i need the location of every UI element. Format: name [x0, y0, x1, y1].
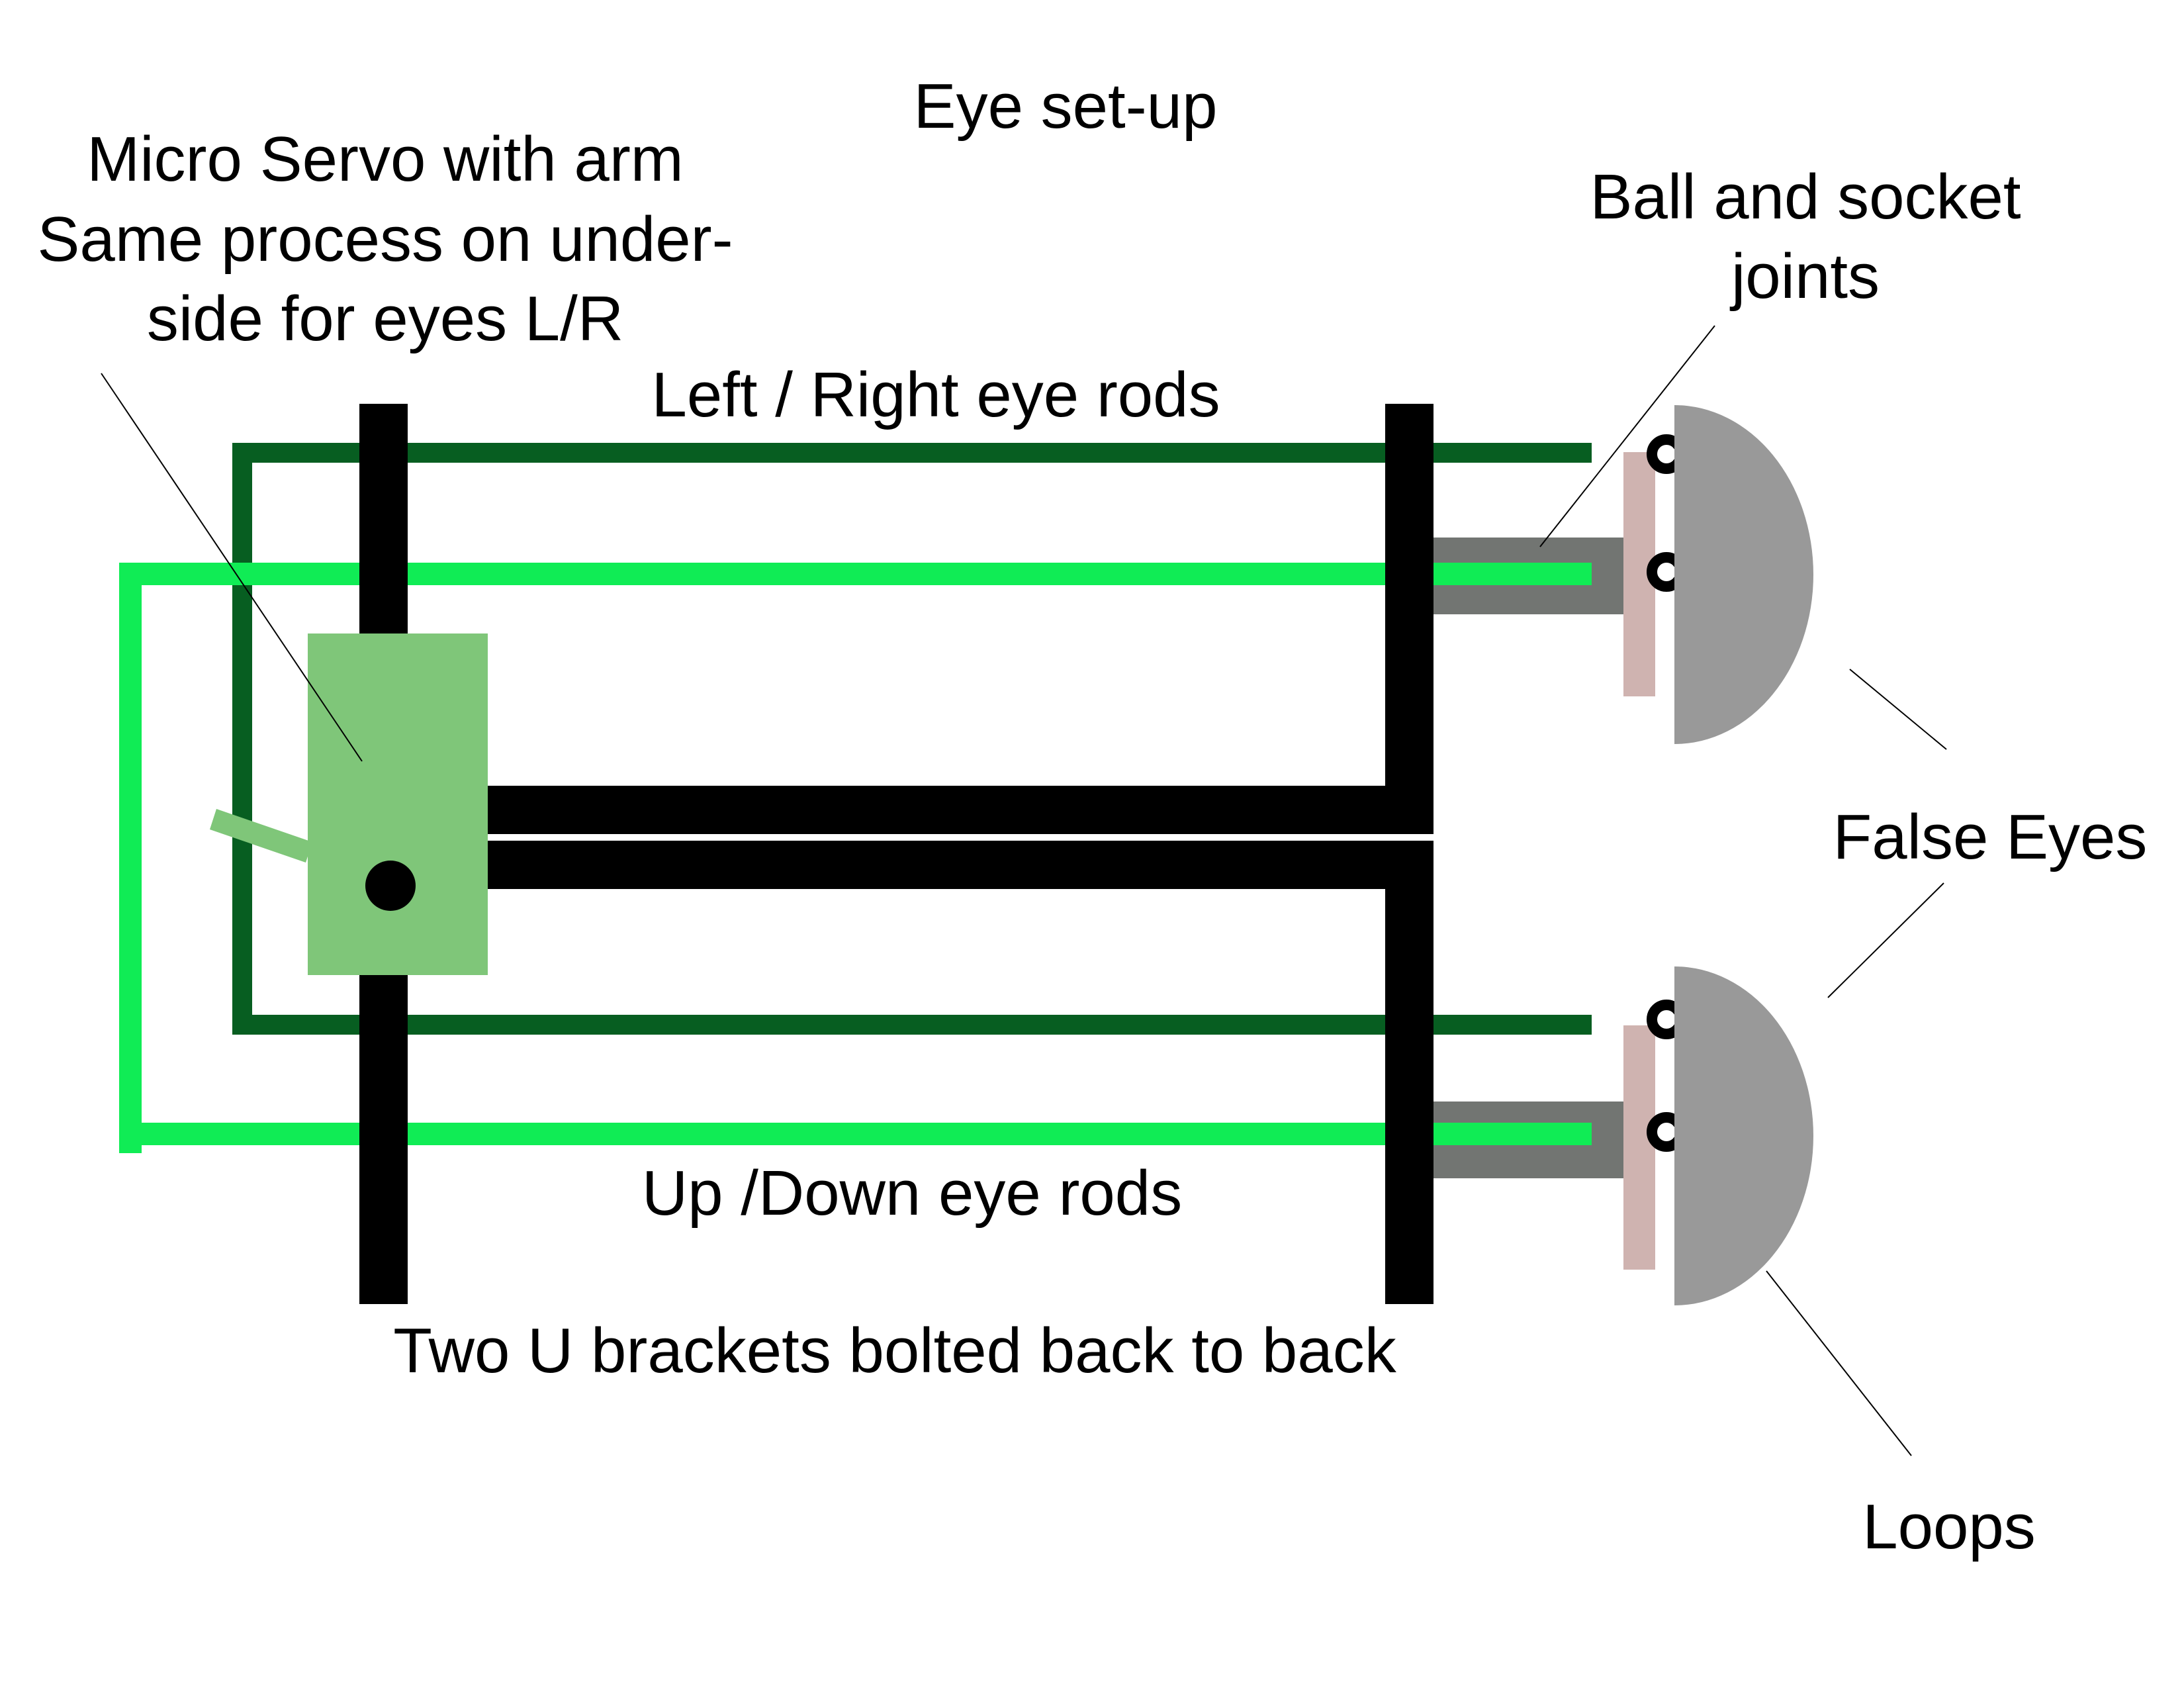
lr-eye-rod-upper [232, 443, 1592, 1035]
servo-hub [365, 861, 416, 911]
bracket-arm-lower [486, 841, 1433, 889]
servo-label-line3: side for eyes L/R [147, 283, 623, 354]
servo-label-line1: Micro Servo with arm [87, 124, 684, 195]
loops-leader-line [1766, 1270, 1912, 1456]
ball-socket-leader-line [1539, 325, 1715, 547]
ud-rods-label: Up /Down eye rods [642, 1158, 1182, 1229]
bracket-arm-upper [486, 786, 1433, 834]
lr-eye-rods [232, 443, 1592, 1035]
false-eye-lower [1674, 966, 1813, 1305]
servo-arm [210, 809, 312, 863]
ud-eye-rod [119, 563, 1592, 1153]
right-bracket-post-lower [1385, 841, 1433, 1304]
false-eyes-leader-upper [1849, 669, 1947, 750]
ball-socket-label-line1: Ball and socket [1590, 162, 2021, 232]
right-bracket-post-upper [1385, 404, 1433, 834]
micro-servo [308, 633, 488, 975]
brackets-label: Two U brackets bolted back to back [393, 1315, 1396, 1386]
leader-lines [101, 325, 1947, 1456]
diagram-title: Eye set-up [914, 71, 1218, 142]
false-eyes-leader-lower [1827, 882, 1944, 998]
servo-label-line2: Same process on under- [37, 204, 733, 275]
false-eye-upper [1674, 405, 1813, 744]
mount-plate-lower [1623, 1025, 1655, 1270]
servo-leader-line [101, 373, 363, 762]
loops-label: Loops [1862, 1491, 2036, 1562]
ball-socket-label-line2: joints [1729, 241, 1880, 312]
lr-rods-label: Left / Right eye rods [651, 359, 1220, 430]
false-eyes-label: False Eyes [1833, 802, 2148, 872]
